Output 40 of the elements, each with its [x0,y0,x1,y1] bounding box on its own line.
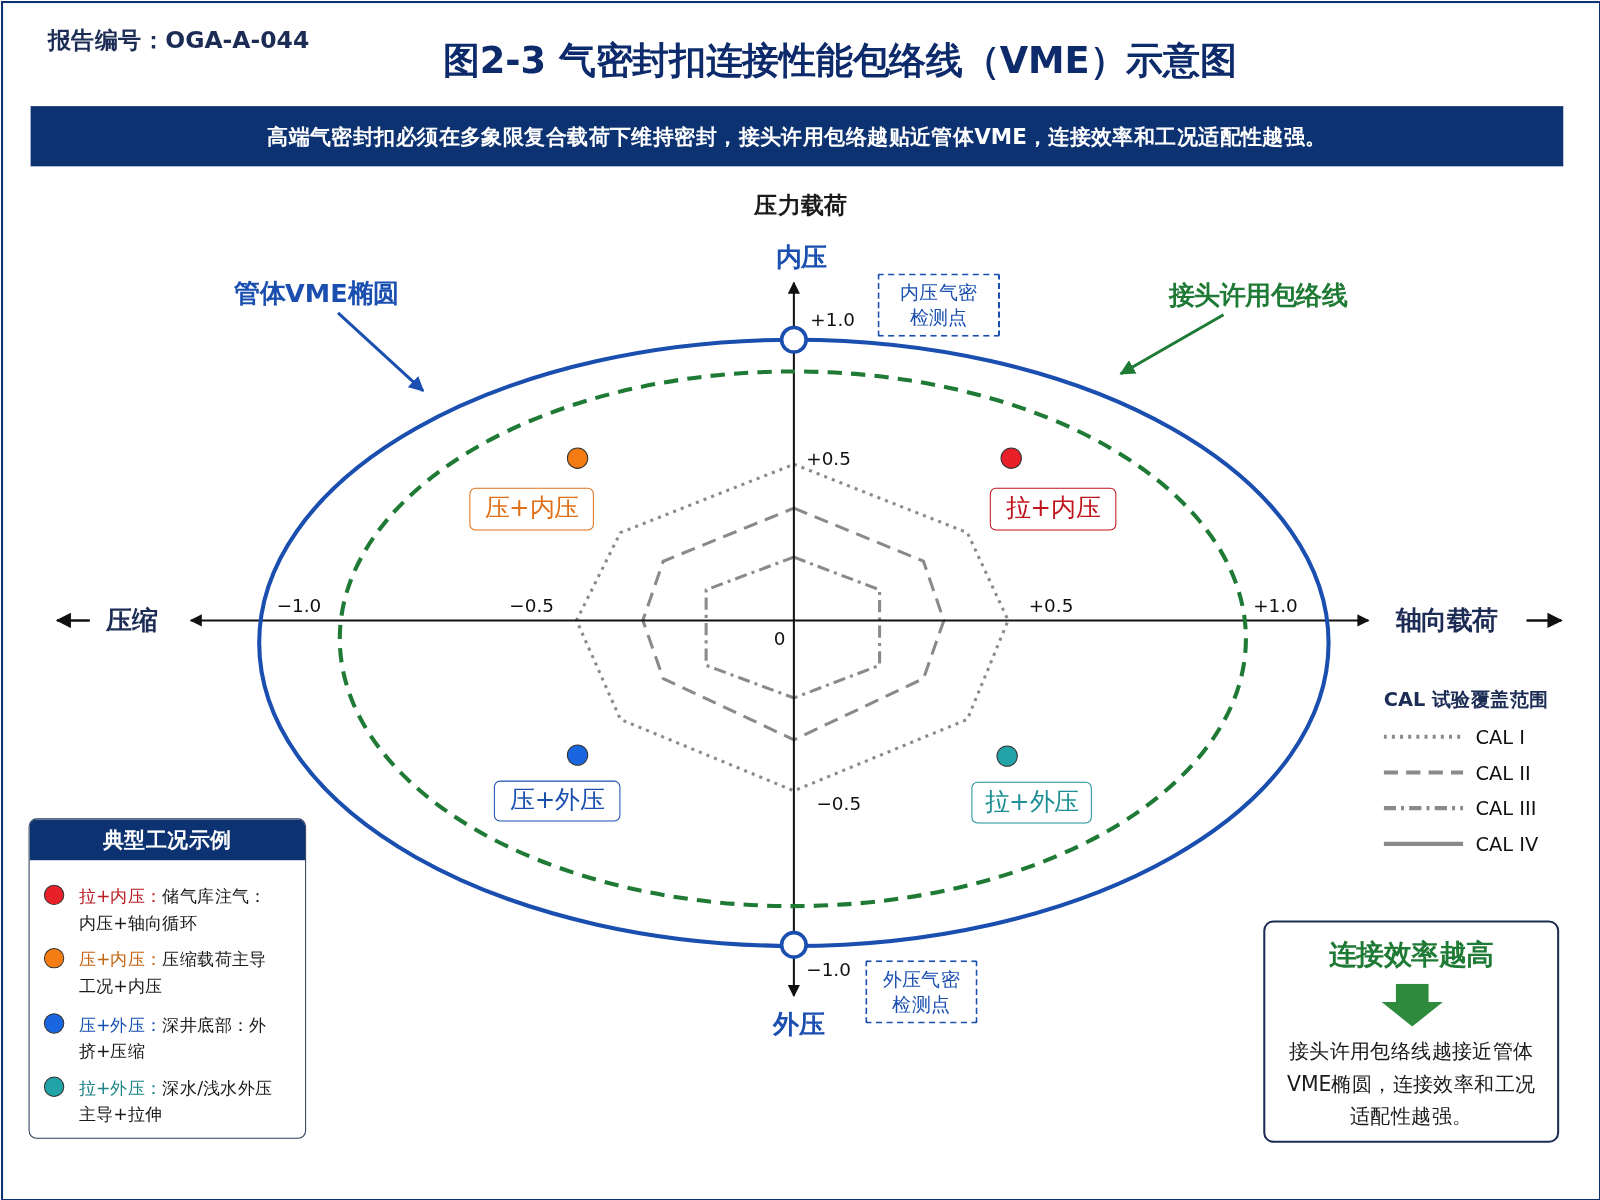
legend-title: CAL 试验覆盖范围 [1383,686,1549,713]
tick-label: −1.0 [276,594,322,616]
report-number: 报告编号：OGA-A-044 [47,26,310,56]
legend-header: 典型工况示例 [29,819,306,861]
tick-label: −0.5 [509,594,554,616]
axis-label: 内压 [775,241,827,274]
tick-label: +1.0 [810,308,855,331]
panel-title: 连接效率越高 [1327,937,1495,973]
tick-label: +1.0 [1253,594,1298,616]
case-label: 拉+外压 [971,781,1092,824]
leader-arrow [1119,313,1225,376]
legend-text: CAL I [1475,725,1525,748]
case-label: 压+内压 [469,487,594,531]
legend-text: CAL II [1475,761,1531,784]
legend-text: CAL IV [1475,832,1539,856]
legend-text: 拉+外压：深水/浅水外压主导+拉伸 [78,1076,274,1127]
legend-text: 拉+内压：储气库注气：内压+轴向循环 [78,884,268,935]
panel-text: 接头许用包络线越接近管体VME椭圆，连接效率和工况适配性越强。 [1285,1037,1537,1131]
title: 图2-3 气密封扣连接性能包络线（VME）示意图 [442,38,1237,84]
axis-title: 压力载荷 [754,190,848,220]
info-panel [1263,920,1560,1143]
banner-text: 高端气密封扣必须在多象限复合载荷下维持密封，接头许用包络越贴近管体VME，连接效率和工况适配性越强。 [267,123,1327,151]
leader-arrow [337,311,425,392]
tick-label: −0.5 [816,792,862,814]
test-point-box: 内压气密检测点 [877,273,1000,337]
legend-text: 压+内压：压缩载荷主导工况+内压 [78,948,268,998]
tick-label: +0.5 [1028,594,1074,616]
axis-label: 外压 [773,1008,825,1042]
case-label: 拉+内压 [989,487,1117,531]
axis-label: 压缩 [106,604,158,638]
callout-label: 接头许用包络线 [1168,278,1348,312]
axis-label: 轴向载荷 [1395,604,1498,638]
tick-label: +0.5 [806,447,851,469]
case-label: 压+外压 [493,780,621,822]
tick-label: 0 [773,628,786,650]
legend-text: CAL III [1475,796,1537,820]
tick-label: −1.0 [806,958,851,981]
callout-label: 管体VME椭圆 [234,276,399,310]
test-point-box: 外压气密检测点 [865,960,978,1024]
legend-text: 压+外压：深井底部：外挤+压缩 [78,1013,268,1064]
